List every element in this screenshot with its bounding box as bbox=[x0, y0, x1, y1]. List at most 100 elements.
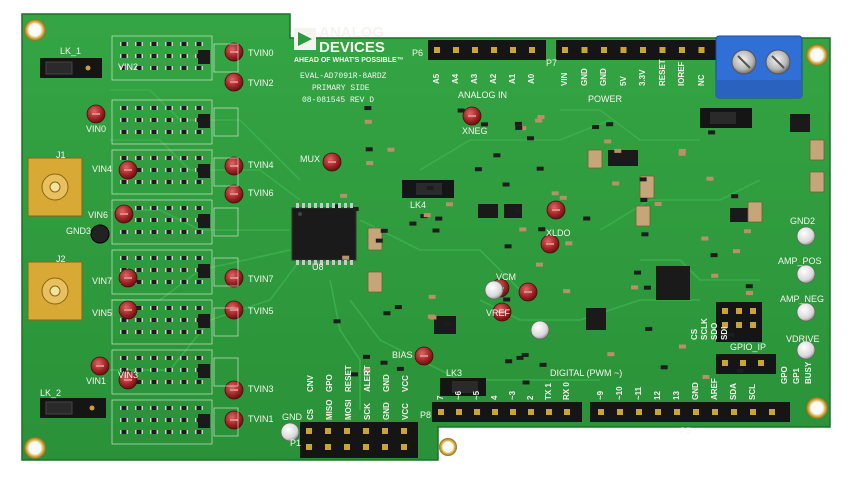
smd-terminal bbox=[150, 130, 152, 134]
label-vref: VREF bbox=[486, 308, 511, 318]
header-p7 bbox=[556, 40, 716, 60]
label-lk3: LK3 bbox=[446, 368, 463, 378]
smd-resistor bbox=[180, 330, 188, 334]
label-p1: P1 bbox=[290, 438, 302, 448]
test-point-slot bbox=[92, 113, 100, 115]
header-pin bbox=[529, 47, 535, 53]
smd-part bbox=[731, 194, 739, 199]
header-pin bbox=[722, 308, 728, 314]
smd-terminal bbox=[201, 180, 203, 184]
smd-terminal bbox=[171, 106, 173, 110]
smd-terminal bbox=[165, 230, 167, 234]
smd-terminal bbox=[120, 430, 122, 434]
smd-resistor bbox=[165, 156, 173, 160]
smd-part bbox=[538, 227, 546, 232]
smd-resistor bbox=[165, 330, 173, 334]
smd-part bbox=[706, 176, 714, 181]
smd-resistor bbox=[195, 406, 203, 410]
test-point-slot bbox=[96, 365, 104, 367]
smd-resistor bbox=[150, 318, 158, 322]
test-point-slot bbox=[230, 389, 238, 391]
smd-part bbox=[563, 289, 571, 294]
pin-label: RESET bbox=[657, 59, 667, 86]
pin-label: GND bbox=[579, 68, 589, 86]
smd-part bbox=[539, 362, 547, 367]
channel-outline bbox=[111, 35, 213, 81]
jumper-lk1[interactable] bbox=[40, 58, 102, 78]
smd-terminal bbox=[165, 280, 167, 284]
pin-label: BUSY bbox=[804, 361, 813, 384]
smd-terminal bbox=[171, 406, 173, 410]
header-pin bbox=[456, 409, 462, 415]
smd-terminal bbox=[150, 106, 152, 110]
smd-resistor bbox=[135, 330, 143, 334]
smd-terminal bbox=[135, 406, 137, 410]
smd-terminal bbox=[186, 218, 188, 222]
smd-terminal bbox=[195, 218, 197, 222]
smd-terminal bbox=[135, 156, 137, 160]
smd-resistor bbox=[165, 66, 173, 70]
smd-part bbox=[387, 147, 395, 152]
test-point-slot bbox=[230, 309, 238, 311]
smd-terminal bbox=[126, 180, 128, 184]
smd-terminal bbox=[171, 268, 173, 272]
pin-label: IOREF bbox=[677, 61, 686, 86]
smd-part bbox=[678, 148, 686, 153]
smd-terminal bbox=[186, 106, 188, 110]
smd-terminal bbox=[165, 130, 167, 134]
jumper-lk3[interactable] bbox=[440, 378, 486, 396]
smd-resistor bbox=[120, 54, 128, 58]
smd-part bbox=[708, 130, 716, 135]
smd-resistor bbox=[135, 66, 143, 70]
smd-terminal bbox=[150, 418, 152, 422]
smd-resistor bbox=[150, 156, 158, 160]
smd-terminal bbox=[195, 106, 197, 110]
smd-resistor bbox=[180, 66, 188, 70]
smd-terminal bbox=[126, 406, 128, 410]
channel-outline bbox=[213, 307, 239, 337]
smd-resistor bbox=[135, 106, 143, 110]
jumper-lk-right[interactable] bbox=[700, 108, 752, 128]
smd-terminal bbox=[195, 54, 197, 58]
smd-terminal bbox=[126, 42, 128, 46]
smd-terminal bbox=[135, 118, 137, 122]
label-tvin3: TVIN3 bbox=[248, 384, 274, 394]
smd-terminal bbox=[180, 256, 182, 260]
smd-terminal bbox=[165, 180, 167, 184]
sma-connector-j1 bbox=[27, 157, 83, 217]
smd-terminal bbox=[195, 406, 197, 410]
smd-terminal bbox=[156, 206, 158, 210]
smd-resistor bbox=[120, 318, 128, 322]
smd-terminal bbox=[201, 130, 203, 134]
power-terminal-block[interactable] bbox=[715, 35, 803, 99]
smd-part bbox=[732, 249, 740, 254]
smd-resistor bbox=[120, 230, 128, 234]
smd-terminal bbox=[171, 156, 173, 160]
smd-terminal bbox=[120, 256, 122, 260]
ic-pin bbox=[338, 203, 341, 208]
smd-terminal bbox=[141, 256, 143, 260]
smd-terminal bbox=[156, 330, 158, 334]
smd-resistor bbox=[150, 330, 158, 334]
smd-resistor bbox=[165, 280, 173, 284]
smd-terminal bbox=[201, 156, 203, 160]
smd-terminal bbox=[150, 66, 152, 70]
ic-pin bbox=[344, 260, 347, 265]
smd-resistor bbox=[165, 130, 173, 134]
smd-terminal bbox=[201, 280, 203, 284]
pin-label: ~3 bbox=[508, 390, 517, 400]
smd-resistor bbox=[135, 368, 143, 372]
header-pin bbox=[736, 308, 742, 314]
label-j1: J1 bbox=[56, 150, 66, 160]
smd-part bbox=[383, 311, 391, 316]
jumper-lk2[interactable] bbox=[40, 398, 106, 418]
header-pin bbox=[712, 409, 718, 415]
test-point-slot bbox=[498, 311, 506, 313]
pin-label: GPO bbox=[780, 366, 789, 384]
header-pin bbox=[306, 444, 312, 450]
smd-terminal bbox=[186, 368, 188, 372]
smd-terminal bbox=[156, 156, 158, 160]
smd-resistor bbox=[135, 380, 143, 384]
smd-terminal bbox=[156, 218, 158, 222]
smd-resistor bbox=[135, 268, 143, 272]
